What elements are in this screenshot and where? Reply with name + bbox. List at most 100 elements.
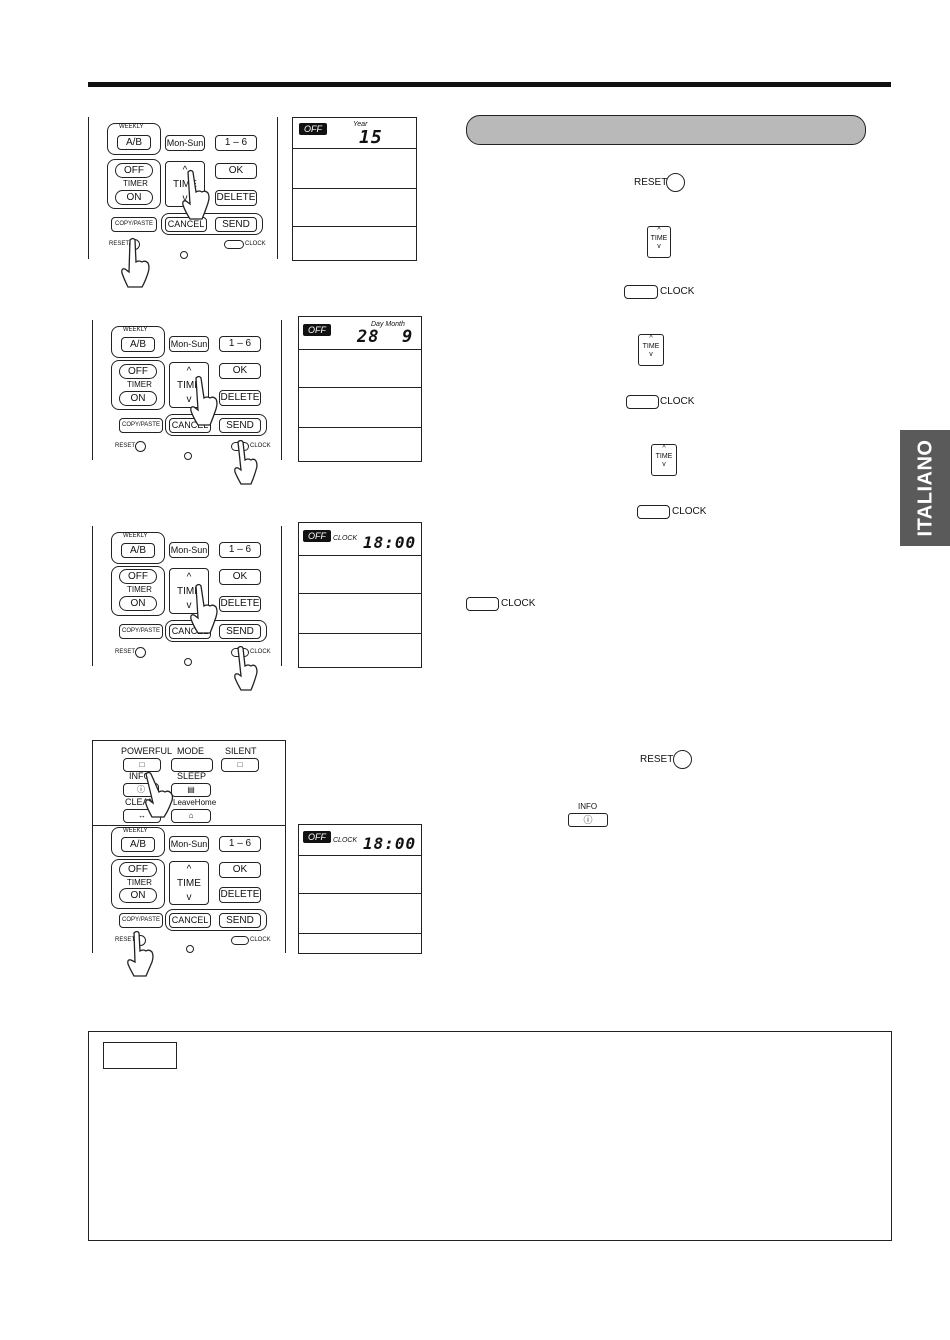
clock-label: CLOCK bbox=[250, 649, 271, 655]
send-button[interactable]: SEND bbox=[219, 913, 261, 928]
powerful-button[interactable]: □ bbox=[123, 758, 161, 772]
mode-label: MODE bbox=[177, 746, 204, 756]
copy-paste-button[interactable]: COPY/PASTE bbox=[111, 217, 157, 232]
copy-paste-button[interactable]: COPY/PASTE bbox=[119, 418, 163, 433]
clock-lcd-value: 18:00 bbox=[363, 533, 417, 552]
sleep-button[interactable]: ▤ bbox=[171, 783, 211, 797]
timer-group bbox=[111, 859, 165, 909]
time-button[interactable]: ^ TIME v bbox=[169, 861, 209, 905]
copy-paste-button[interactable]: COPY/PASTE bbox=[119, 913, 163, 928]
day-month-label: Day Month bbox=[371, 321, 405, 328]
clock-button[interactable] bbox=[231, 936, 249, 945]
off-button[interactable]: OFF bbox=[115, 163, 153, 178]
lcd-row bbox=[293, 226, 416, 227]
clock-inline-icon bbox=[626, 395, 659, 409]
timer-label: TIMER bbox=[127, 380, 152, 389]
one-six-button[interactable]: 1 – 6 bbox=[219, 836, 261, 852]
reset-button[interactable] bbox=[135, 647, 146, 658]
off-button[interactable]: OFF bbox=[119, 862, 157, 877]
clock-button[interactable] bbox=[224, 240, 244, 249]
hand-pointer-icon bbox=[145, 771, 174, 818]
sleep-label: SLEEP bbox=[177, 771, 207, 781]
reset-inline-label: RESET bbox=[634, 177, 668, 188]
silent-label: SILENT bbox=[225, 746, 257, 756]
lcd-row bbox=[299, 893, 421, 894]
language-tab: ITALIANO bbox=[900, 430, 950, 546]
send-button[interactable]: SEND bbox=[219, 418, 261, 433]
time-label: TIME bbox=[177, 586, 201, 597]
off-badge: OFF bbox=[303, 831, 331, 843]
send-group bbox=[161, 213, 263, 235]
chevron-down-icon: v bbox=[186, 892, 192, 903]
on-button[interactable]: ON bbox=[119, 596, 157, 611]
copy-paste-button[interactable]: COPY/PASTE bbox=[119, 624, 163, 639]
weekly-group bbox=[111, 326, 165, 358]
timer-label: TIMER bbox=[123, 179, 148, 188]
clean-label: CLEAN bbox=[125, 797, 156, 807]
send-button[interactable]: SEND bbox=[215, 217, 257, 232]
send-button[interactable]: SEND bbox=[219, 624, 261, 639]
clock-label: CLOCK bbox=[250, 443, 271, 449]
ir-dot bbox=[186, 945, 194, 953]
off-button[interactable]: OFF bbox=[119, 364, 157, 379]
ok-button[interactable]: OK bbox=[219, 862, 261, 878]
on-button[interactable]: ON bbox=[119, 888, 157, 903]
weekly-group bbox=[111, 827, 165, 857]
one-six-button[interactable]: 1 – 6 bbox=[219, 336, 261, 352]
send-group bbox=[165, 909, 267, 931]
clock-inline-label: CLOCK bbox=[660, 396, 695, 407]
delete-button[interactable]: DELETE bbox=[219, 596, 261, 612]
delete-button[interactable]: DELETE bbox=[215, 190, 257, 206]
hand-pointer-icon bbox=[127, 930, 154, 977]
lcd-row bbox=[299, 427, 421, 428]
silent-button[interactable]: □ bbox=[221, 758, 259, 772]
leave-home-button[interactable]: ⌂ bbox=[171, 809, 211, 823]
cancel-button[interactable]: CANCEL bbox=[169, 913, 211, 928]
clock-inline-icon bbox=[466, 597, 499, 611]
chevron-up-icon: ^ bbox=[182, 165, 188, 176]
hand-pointer-icon bbox=[234, 440, 258, 485]
lcd-row bbox=[299, 555, 421, 556]
on-button[interactable]: ON bbox=[115, 190, 153, 205]
delete-button[interactable]: DELETE bbox=[219, 887, 261, 903]
clock-lcd-value: 18:00 bbox=[363, 834, 417, 853]
mon-sun-button[interactable]: Mon-Sun bbox=[169, 336, 209, 352]
one-six-button[interactable]: 1 – 6 bbox=[219, 542, 261, 558]
ab-button[interactable]: A/B bbox=[121, 543, 155, 558]
off-badge: OFF bbox=[299, 123, 327, 135]
mode-button[interactable] bbox=[171, 758, 213, 772]
remote-panel-4: POWERFUL □ MODE SILENT □ INFO ⓘ SLEEP ▤ … bbox=[92, 740, 286, 953]
mon-sun-button[interactable]: Mon-Sun bbox=[169, 836, 209, 852]
mon-sun-button[interactable]: Mon-Sun bbox=[165, 135, 205, 151]
ir-dot bbox=[184, 658, 192, 666]
mon-sun-button[interactable]: Mon-Sun bbox=[169, 542, 209, 558]
chevron-up-icon: ^ bbox=[186, 366, 192, 377]
cancel-button[interactable]: CANCEL bbox=[165, 217, 207, 232]
one-six-button[interactable]: 1 – 6 bbox=[215, 135, 257, 151]
on-button[interactable]: ON bbox=[119, 391, 157, 406]
delete-button[interactable]: DELETE bbox=[219, 390, 261, 406]
clock-inline-icon bbox=[637, 505, 670, 519]
off-button[interactable]: OFF bbox=[119, 569, 157, 584]
ok-button[interactable]: OK bbox=[219, 569, 261, 585]
ok-button[interactable]: OK bbox=[215, 163, 257, 179]
section-heading-bar bbox=[466, 115, 866, 145]
reset-label: RESET bbox=[115, 937, 136, 943]
language-tab-label: ITALIANO bbox=[914, 439, 937, 537]
ab-button[interactable]: A/B bbox=[117, 135, 151, 150]
ok-button[interactable]: OK bbox=[219, 363, 261, 379]
timer-group bbox=[107, 159, 161, 209]
chevron-down-icon: v bbox=[186, 600, 192, 611]
reset-button[interactable] bbox=[135, 441, 146, 452]
send-group bbox=[165, 620, 267, 642]
ab-button[interactable]: A/B bbox=[121, 837, 155, 852]
ab-button[interactable]: A/B bbox=[121, 337, 155, 352]
leave-home-label: LeaveHome bbox=[173, 798, 217, 807]
lcd-row bbox=[299, 593, 421, 594]
remote-panel-1: WEEKLY A/B Mon-Sun 1 – 6 OFF TIMER ON ^ … bbox=[88, 117, 278, 259]
divider bbox=[93, 825, 285, 826]
powerful-label: POWERFUL bbox=[121, 746, 173, 756]
